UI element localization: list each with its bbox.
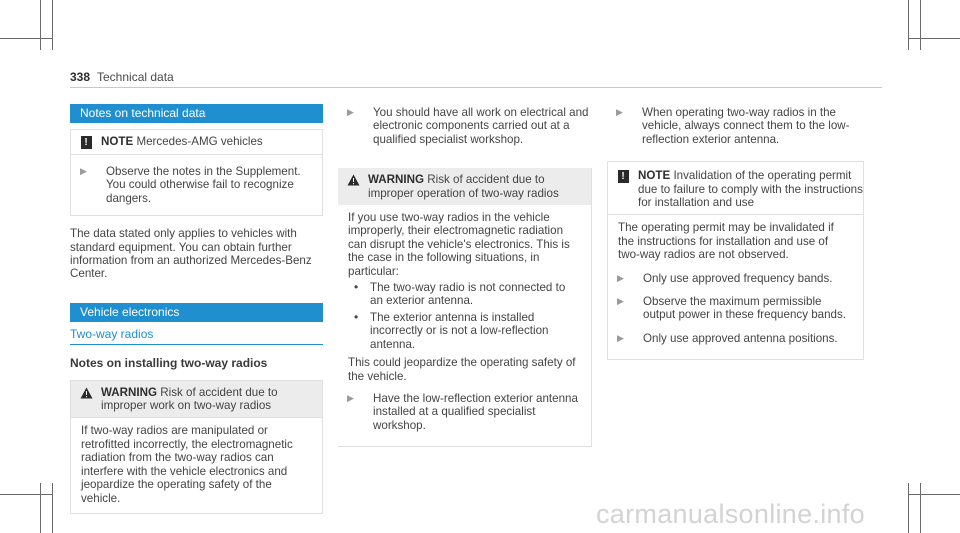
step-arrow-icon: ▶ [617,296,624,307]
step-arrow-icon: ▶ [80,166,87,176]
warning-keyword: WARNING [368,173,425,187]
note-body: ▶ Observe the notes in the Supplement. Y… [71,154,322,215]
subheading: Notes on installing two-way radios [70,356,268,371]
note-box-amg: ! NOTE Mercedes-AMG vehicles ▶ Observe t… [70,129,323,217]
watermark: carmanualsonline.info [596,499,865,529]
step: ▶ Only use approved antenna positions. [608,332,853,345]
warning-after-text: This could jeopardize the operating safe… [348,356,576,383]
crop-mark [920,0,921,50]
crop-mark [908,0,909,50]
step-arrow-icon: ▶ [347,392,354,403]
step-arrow-icon: ▶ [617,272,624,283]
warning-text: Risk of accident due to improper operati… [368,173,559,200]
note-keyword: NOTE [638,169,671,183]
step: ▶ Observe the notes in the Supplement. Y… [71,165,312,205]
page-number: 338 [70,70,91,84]
step: ▶ You should have all work on electrical… [338,106,592,146]
step-text: Only use approved antenna positions. [643,331,838,345]
warning-body: If two-way radios are manipulated or ret… [71,417,322,512]
crop-mark [908,38,960,39]
crop-mark [0,38,52,39]
warning-triangle-icon [80,387,92,399]
warning-head: WARNING Risk of accident due to improper… [338,168,591,206]
note-text: Invalidation of the operating permit due… [638,169,863,210]
step: ▶ Only use approved frequency bands. [608,272,853,285]
step-text: You should have all work on electrical a… [373,106,589,146]
crop-mark [52,0,53,50]
bullet-item: •The exterior antenna is installed incor… [354,309,549,351]
paragraph: The data stated only applies to vehicles… [70,227,312,281]
step-arrow-icon: ▶ [616,107,623,117]
crop-mark [52,483,53,533]
step-arrow-icon: ▶ [617,332,624,343]
crop-mark [40,0,41,50]
step-text: Only use approved frequency bands. [643,271,833,285]
bullet-item: •The two-way radio is not connected to a… [354,280,566,308]
note-head: ! NOTE Invalidation of the operating per… [608,162,863,215]
note-icon: ! [80,136,92,149]
step-text: Observe the maximum permissible output p… [643,295,847,322]
column-2: ▶ You should have all work on electrical… [338,104,592,448]
note-text: Mercedes-AMG vehicles [136,135,263,148]
header-rule [70,87,882,88]
page-title: Technical data [97,70,174,84]
note-box-permit: ! NOTE Invalidation of the operating per… [607,161,864,361]
section-bar-electronics: Vehicle electronics [70,302,323,322]
column-1: Notes on technical data ! NOTE Mercedes-… [70,104,323,514]
step-text: Have the low-reflection exterior antenna… [373,391,578,432]
warning-triangle-icon [347,174,359,186]
column-3: ▶ When operating two-way radios in the v… [607,104,864,361]
step-text: Observe the notes in the Supplement. You… [106,165,301,205]
crop-mark [908,483,909,533]
step-arrow-icon: ▶ [347,107,354,117]
note-keyword: NOTE [101,135,134,148]
warning-body-text: If you use two-way radios in the vehicle… [348,211,570,278]
note-icon: ! [617,170,629,184]
warning-box: WARNING Risk of accident due to improper… [70,379,323,514]
warning-text: Risk of accident due to improper work on… [101,385,278,413]
crop-mark [0,494,52,495]
warning-body: If you use two-way radios in the vehicle… [338,205,591,446]
step: ▶ Have the low-reflection exterior anten… [338,392,581,432]
step: ▶ Observe the maximum permissible output… [608,295,853,322]
crop-mark [40,483,41,533]
step-text: When operating two-way radios in the veh… [642,106,850,146]
warning-keyword: WARNING [101,385,158,399]
section-bar-notes: Notes on technical data [70,104,323,123]
crop-mark [920,483,921,533]
crop-mark [908,494,960,495]
note-body: The operating permit may be invalidated … [608,214,863,359]
note-head: ! NOTE Mercedes-AMG vehicles [71,130,322,154]
subsection-title: Two-way radios [70,327,323,346]
step: ▶ When operating two-way radios in the v… [607,106,864,146]
note-body-text: The operating permit may be invalidated … [618,221,834,262]
warning-box: WARNING Risk of accident due to improper… [338,168,592,448]
warning-head: WARNING Risk of accident due to improper… [71,380,322,418]
